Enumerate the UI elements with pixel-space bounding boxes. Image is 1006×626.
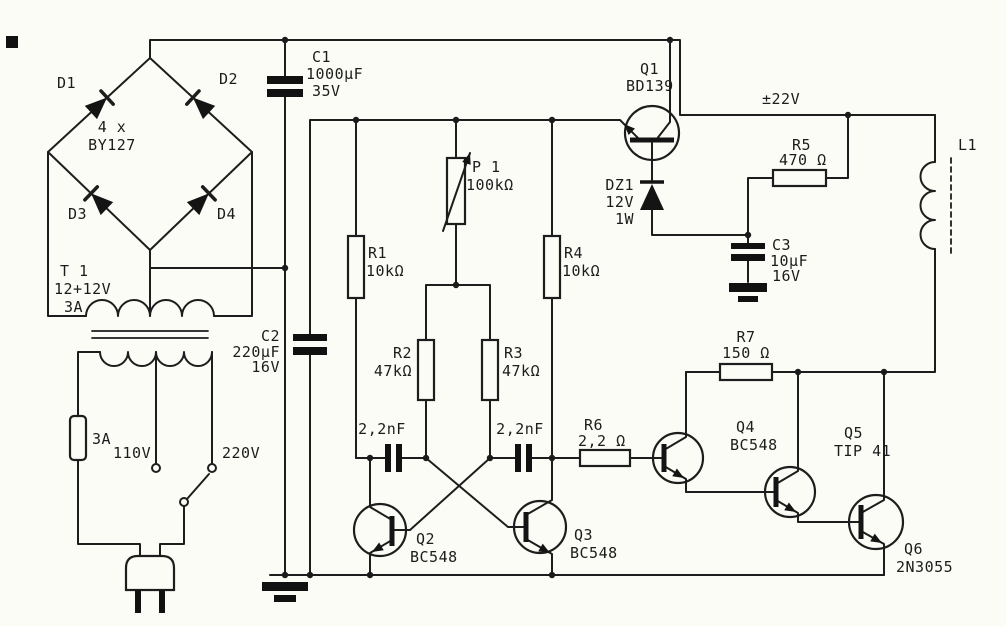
- label-c2-value: 220µF: [232, 343, 280, 361]
- resistor-r7: [718, 362, 774, 382]
- label-dz1-power: 1W: [615, 210, 635, 228]
- transistor-q6: [847, 493, 905, 551]
- label-bridge-part: BY127: [88, 136, 136, 154]
- label-q5-part: TIP 41: [834, 442, 891, 460]
- resistor-r1: [346, 234, 366, 300]
- label-r6-value: 2,2 Ω: [578, 432, 626, 450]
- diode-d1: [84, 89, 115, 120]
- capacitor-c2: [293, 334, 327, 355]
- label-110v: 110V: [113, 444, 151, 462]
- resistor-r5: [771, 168, 828, 188]
- diode-d2: [185, 89, 216, 120]
- labels: D1 D2 D3 D4 4 x BY127 C1 1000µF 35V T 1 …: [54, 48, 977, 576]
- label-q4-part: BC548: [730, 436, 778, 454]
- label-fuse: 3A: [92, 430, 111, 448]
- zener-dz1: [640, 180, 664, 210]
- label-rail-voltage: ±22V: [762, 90, 800, 108]
- label-c3-name: C3: [772, 236, 791, 254]
- potentiometer-p1[interactable]: [442, 152, 474, 232]
- transistor-q3: [512, 499, 568, 555]
- label-q4-name: Q4: [736, 418, 755, 436]
- bridge-rectifier: [47, 57, 253, 251]
- resistor-r4: [542, 234, 562, 300]
- label-dz1-voltage: 12V: [605, 193, 634, 211]
- label-r7-name: R7: [736, 328, 755, 346]
- label-r2-value: 47kΩ: [374, 362, 412, 380]
- label-r2-name: R2: [393, 344, 412, 362]
- label-r4-value: 10kΩ: [562, 262, 600, 280]
- diode-d3: [83, 185, 114, 216]
- label-d1: D1: [57, 74, 76, 92]
- label-q5-name: Q5: [844, 424, 863, 442]
- fuse: [68, 414, 88, 462]
- ground-symbol: [262, 582, 308, 602]
- label-cap-right: 2,2nF: [496, 420, 544, 438]
- label-bridge-qty: 4 x: [98, 118, 127, 136]
- label-c1-voltage: 35V: [312, 82, 341, 100]
- label-q2-part: BC548: [410, 548, 458, 566]
- scan-artifact-mark: [6, 36, 18, 48]
- transistor-q1: [623, 104, 681, 162]
- mains-plug: [124, 554, 176, 613]
- label-q3-name: Q3: [574, 526, 593, 544]
- wiring: [47, 39, 936, 576]
- label-p1-name: P 1: [472, 158, 501, 176]
- label-r1-value: 10kΩ: [366, 262, 404, 280]
- label-c2-name: C2: [261, 327, 280, 345]
- label-d4: D4: [217, 205, 236, 223]
- transistor-q5: [763, 465, 817, 519]
- capacitor-2n2f-left: [385, 444, 402, 472]
- junction-dots: [281, 36, 888, 579]
- label-q1-part: BD139: [626, 77, 674, 95]
- label-r3-value: 47kΩ: [502, 362, 540, 380]
- label-c3-value: 10µF: [770, 252, 808, 270]
- coil-l1: [919, 157, 952, 254]
- resistor-r6: [578, 448, 632, 468]
- label-t1-name: T 1: [60, 262, 89, 280]
- voltage-selector-switch[interactable]: [151, 463, 217, 507]
- resistor-r2: [416, 338, 436, 402]
- transformer-t1: [85, 299, 215, 367]
- label-t1-secondary: 12+12V: [54, 280, 111, 298]
- label-r5-name: R5: [792, 136, 811, 154]
- label-dz1-name: DZ1: [605, 176, 634, 194]
- label-r3-name: R3: [504, 344, 523, 362]
- label-r1-name: R1: [368, 244, 387, 262]
- label-c2-voltage: 16V: [251, 358, 280, 376]
- diode-d4: [186, 185, 217, 216]
- label-q1-name: Q1: [640, 60, 659, 78]
- label-220v: 220V: [222, 444, 260, 462]
- label-r5-value: 470 Ω: [779, 151, 827, 169]
- label-r6-name: R6: [584, 416, 603, 434]
- label-d2: D2: [219, 70, 238, 88]
- capacitor-c3: [729, 243, 767, 302]
- label-q2-name: Q2: [416, 530, 435, 548]
- label-r7-value: 150 Ω: [722, 344, 770, 362]
- label-q3-part: BC548: [570, 544, 618, 562]
- transistor-q2: [352, 502, 408, 558]
- transistor-q4: [651, 431, 705, 485]
- capacitor-c1: [267, 76, 303, 97]
- label-q6-name: Q6: [904, 540, 923, 558]
- resistor-r3: [480, 338, 500, 402]
- label-r4-name: R4: [564, 244, 583, 262]
- label-t1-current: 3A: [64, 298, 83, 316]
- label-l1: L1: [958, 136, 977, 154]
- label-c1-value: 1000µF: [306, 65, 363, 83]
- capacitor-2n2f-right: [515, 444, 532, 472]
- label-c1-name: C1: [312, 48, 331, 66]
- label-cap-left: 2,2nF: [358, 420, 406, 438]
- label-p1-value: 100kΩ: [466, 176, 514, 194]
- label-d3: D3: [68, 205, 87, 223]
- label-c3-voltage: 16V: [772, 267, 801, 285]
- label-q6-part: 2N3055: [896, 558, 953, 576]
